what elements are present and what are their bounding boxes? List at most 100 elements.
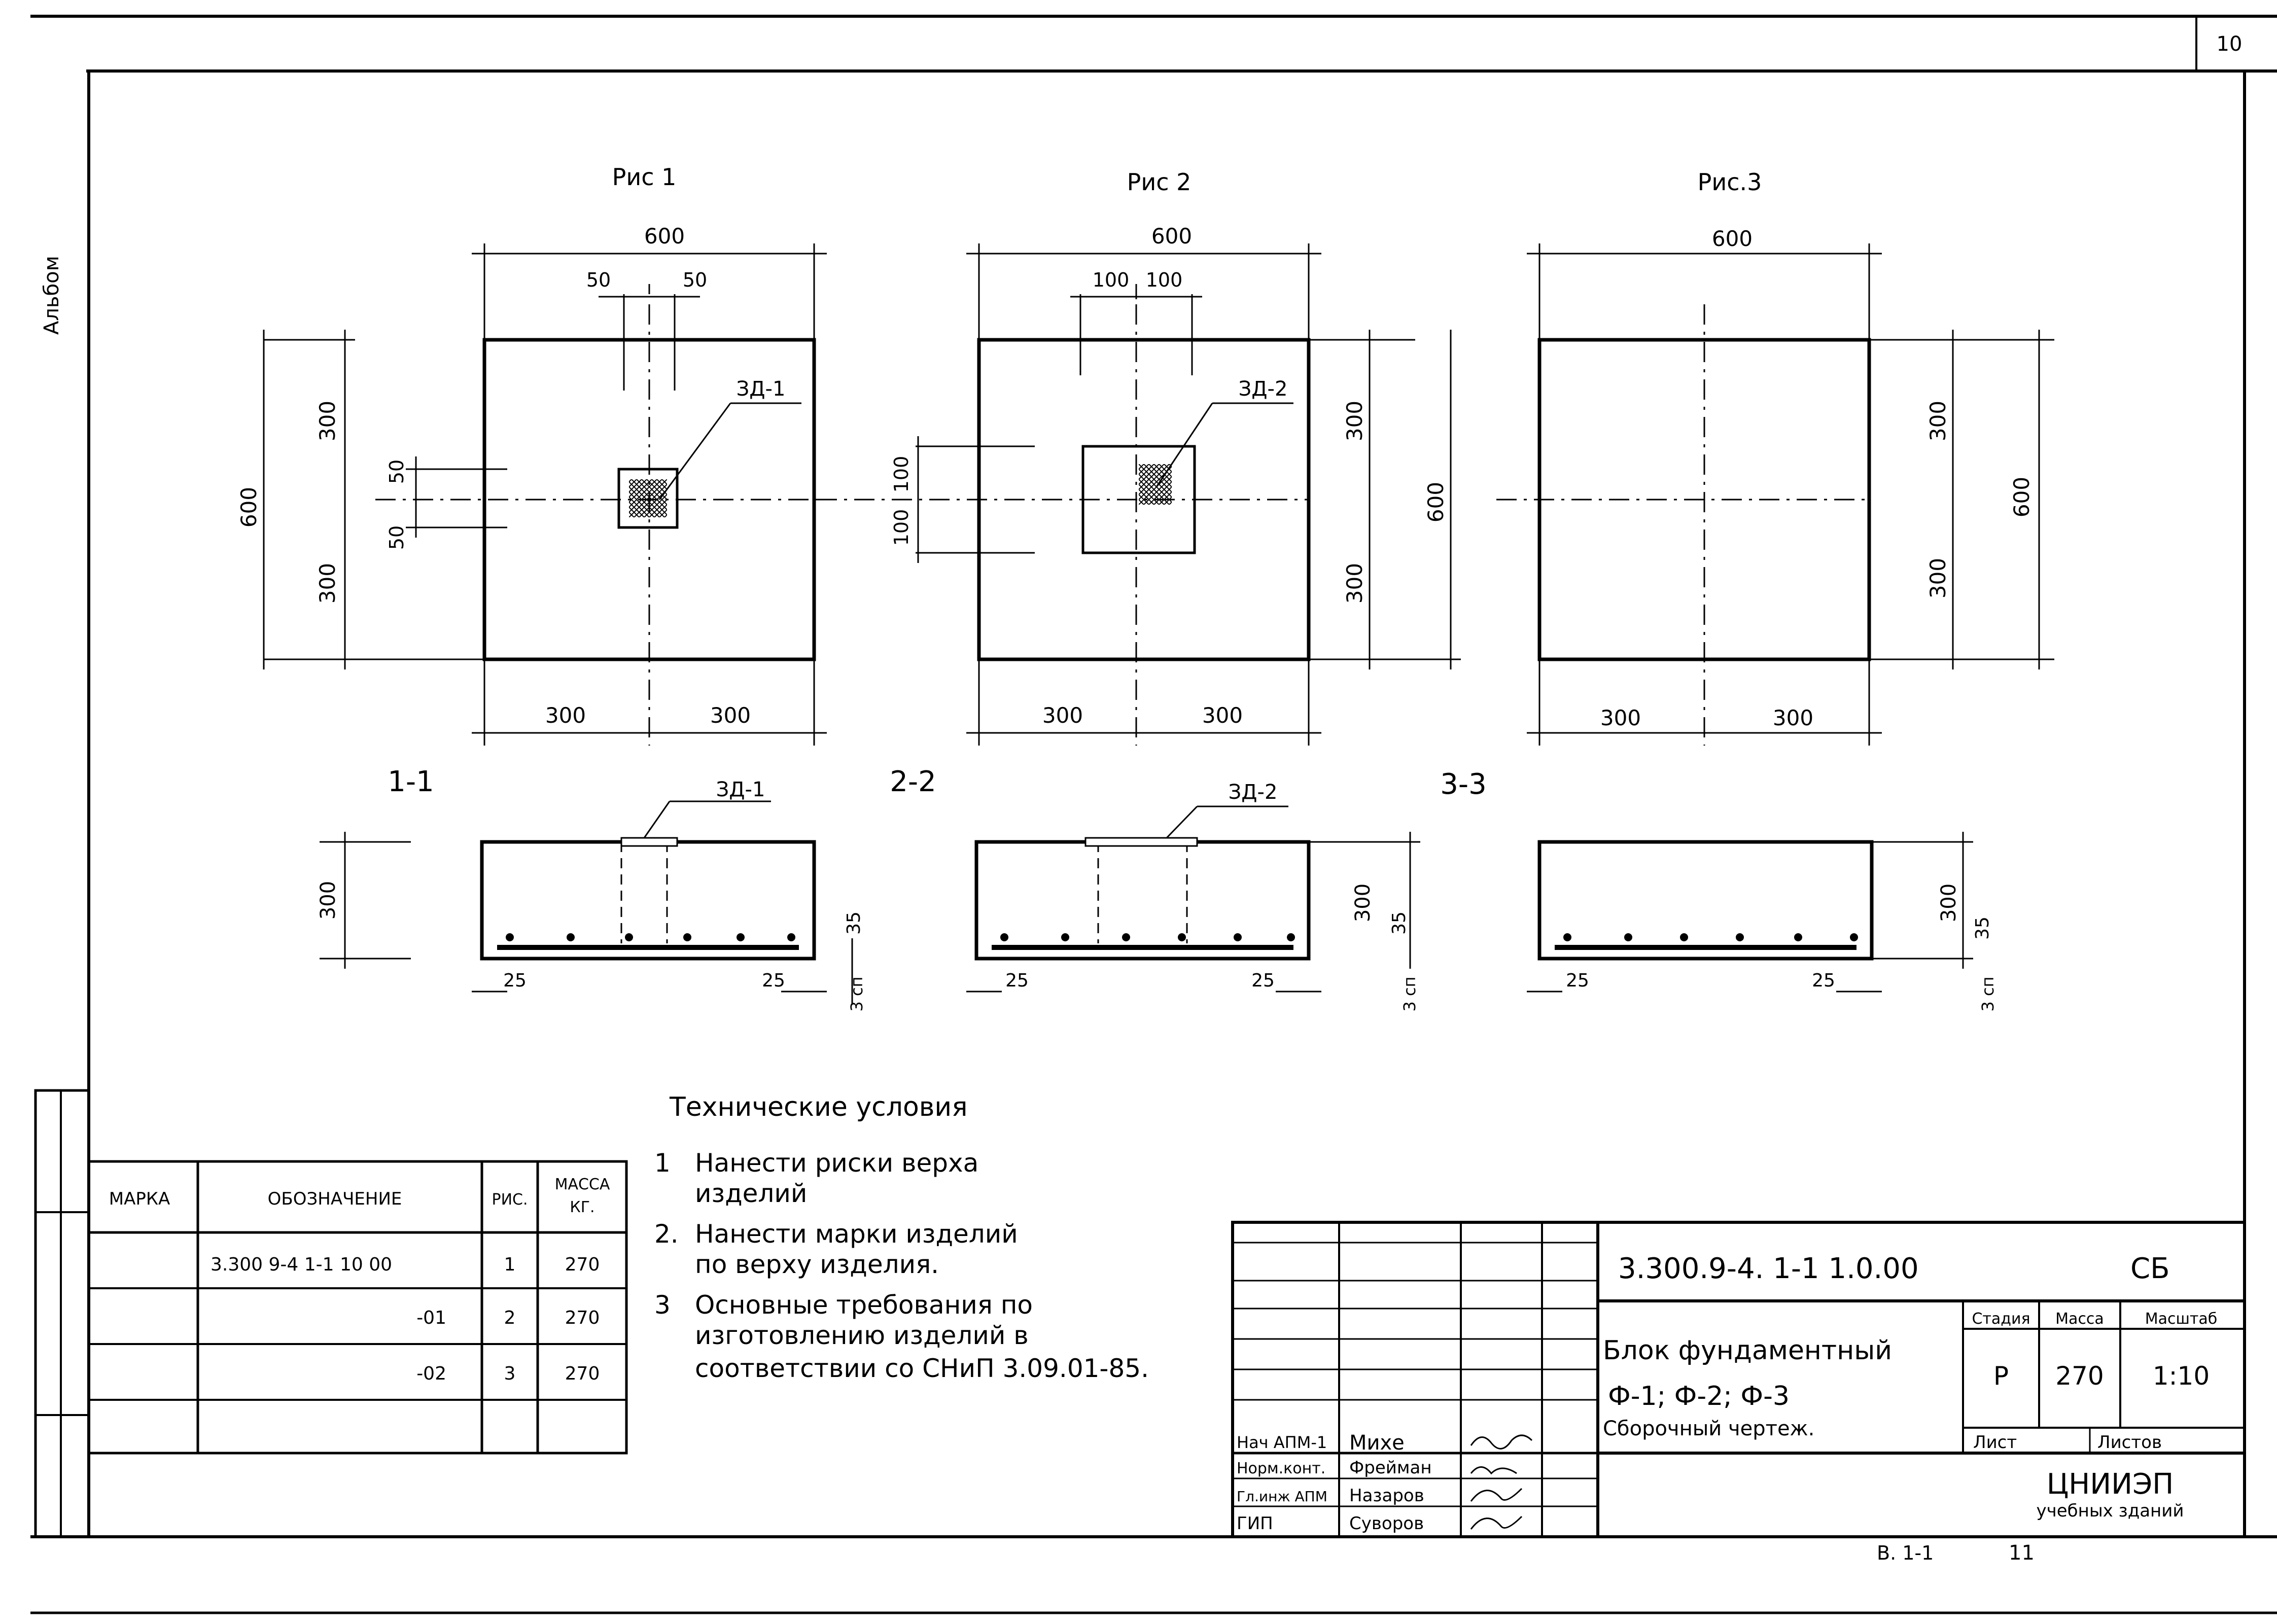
staff-role-3: Гл.инж АПМ [1237, 1488, 1327, 1505]
fig3-dim-600-top: 600 [1712, 226, 1753, 251]
fig2-dim-100-vbottom: 100 [890, 509, 913, 546]
spec-row-2-mass: 270 [565, 1308, 600, 1328]
product-name-line2: Ф-1; Ф-2; Ф-3 [1608, 1381, 1790, 1411]
organization-name: ЦНИИЭП [2047, 1468, 2174, 1501]
stage-value: Р [1993, 1361, 2009, 1391]
fig2-dim-300-bl: 300 [1042, 703, 1083, 728]
tech-item-1-num: 1 [654, 1148, 671, 1178]
fig2-dim-300-bottom: 300 [1342, 563, 1367, 604]
spec-row-3-designation: -02 [416, 1363, 446, 1384]
figure-2-plan: Рис 2 600 100 100 100 100 300 600 300 30… [817, 168, 1461, 746]
spec-row-1-designation: 3.300 9-4 1-1 10 00 [211, 1254, 392, 1275]
col-scale: Масштаб [2145, 1310, 2218, 1328]
col-mass: Масса [2055, 1310, 2104, 1328]
staff-role-2: Норм.конт. [1237, 1460, 1325, 1477]
figure-3-title: Рис.3 [1698, 168, 1762, 196]
sheets-label: Листов [2097, 1432, 2162, 1453]
fig1-dim-50-left: 50 [586, 269, 611, 291]
spec-row-1-fig: 1 [504, 1254, 516, 1275]
fig1-dim-300-br: 300 [710, 703, 751, 728]
spec-table: МАРКА ОБОЗНАЧЕНИЕ РИС. МАССА КГ. 3.300 9… [87, 1160, 628, 1455]
fig3-dim-300-bl: 300 [1600, 705, 1641, 730]
staff-role-4: ГИП [1237, 1513, 1273, 1534]
col-stage: Стадия [1972, 1310, 2030, 1328]
mass-value: 270 [2055, 1361, 2104, 1391]
technical-conditions: Технические условия 1 Нанести риски верх… [654, 1092, 1149, 1383]
doc-code: 3.300.9-4. 1-1 1.0.00 [1618, 1252, 1919, 1285]
spec-header-mass: МАССА [555, 1176, 610, 1193]
fig3-dim-300-top: 300 [1925, 401, 1950, 441]
fig1-dim-300-bl: 300 [545, 703, 586, 728]
section-1-cover: 35 [844, 911, 864, 935]
embedded-part-zd1 [617, 468, 679, 529]
fig3-dim-300-br: 300 [1773, 705, 1813, 730]
section-3-height: 300 [1937, 884, 1960, 922]
spec-header-mark: МАРКА [109, 1189, 170, 1209]
section-1-layer: 3 сп [847, 976, 866, 1011]
fig2-dim-600-top: 600 [1151, 224, 1192, 249]
spec-header-fig: РИС. [492, 1191, 528, 1209]
section-3-cover: 35 [1972, 916, 1993, 940]
tech-item-2-num: 2. [654, 1219, 679, 1249]
spec-row-2-designation: -01 [416, 1308, 446, 1328]
fig1-dim-600-top: 600 [644, 224, 685, 249]
sheet-number: 10 [2217, 32, 2243, 56]
spec-header-kg: КГ. [570, 1198, 594, 1216]
fig2-dim-100-vtop: 100 [890, 456, 913, 493]
fig1-dim-300-top: 300 [315, 401, 340, 441]
fig2-dim-100-right: 100 [1146, 269, 1183, 291]
fig3-dim-300-bottom: 300 [1925, 558, 1950, 598]
section-2-label: 2-2 [890, 765, 936, 798]
section-3-edge-left: 25 [1566, 970, 1589, 991]
staff-name-1: Михе [1349, 1431, 1405, 1455]
doc-type: СБ [2130, 1252, 2170, 1285]
section-2-layer: 3 сп [1400, 976, 1419, 1011]
figure-2-title: Рис 2 [1127, 168, 1192, 196]
staff-name-4: Суворов [1349, 1513, 1424, 1534]
section-2-edge-left: 25 [1005, 970, 1029, 991]
section-3-label: 3-3 [1440, 768, 1486, 801]
fig1-dim-300-bottom: 300 [315, 563, 340, 604]
spec-row-3-mass: 270 [565, 1363, 600, 1384]
staff-name-3: Назаров [1349, 1486, 1424, 1506]
tech-title: Технические условия [669, 1092, 968, 1122]
fig2-dim-300-br: 300 [1202, 703, 1243, 728]
section-1-height: 300 [317, 881, 340, 920]
fig1-dim-600-height: 600 [236, 487, 261, 527]
organization-sub: учебных зданий [2037, 1501, 2184, 1521]
fig2-dim-600-height: 600 [1423, 482, 1448, 522]
rebar-dots [506, 933, 1858, 941]
fig1-dim-50-small-bottom: 50 [386, 525, 408, 550]
title-block: 3.300.9-4. 1-1 1.0.00 СБ Блок фундаментн… [1231, 1221, 2246, 1538]
tech-item-2-line1: Нанести марки изделий [695, 1219, 1018, 1249]
figure-1-plan: Рис 1 600 50 50 600 300 300 50 50 300 [236, 163, 827, 746]
product-name-line3: Сборочный чертеж. [1603, 1417, 1814, 1440]
fig3-dim-600-height: 600 [2009, 477, 2034, 517]
spec-header-designation: ОБОЗНАЧЕНИЕ [268, 1189, 402, 1209]
section-2-edge-right: 25 [1251, 970, 1275, 991]
tech-item-3-line2: изготовлению изделий в [695, 1321, 1029, 1350]
section-3-edge-right: 25 [1812, 970, 1835, 991]
section-2-leader: ЗД-2 [1229, 781, 1278, 804]
section-1-label: 1-1 [388, 765, 434, 798]
tech-item-1-line1: Нанести риски верха [695, 1148, 978, 1178]
section-2-2: 2-2 ЗД-2 300 35 3 сп 25 25 [890, 765, 1420, 1012]
sheet-frame [30, 15, 2277, 1614]
footer-album-ref: В. 1-1 [1877, 1542, 1934, 1564]
embedded-part-zd2 [1081, 445, 1196, 554]
fig2-dim-300-top: 300 [1342, 401, 1367, 441]
figure-1-title: Рис 1 [612, 163, 677, 191]
tech-item-3-line1: Основные требования по [695, 1290, 1033, 1320]
staff-role-1: Нач АПМ-1 [1237, 1433, 1327, 1452]
sheet-label: Лист [1973, 1432, 2017, 1453]
staff-name-2: Фрейман [1349, 1458, 1432, 1478]
section-2-height: 300 [1351, 884, 1375, 922]
scale-value: 1:10 [2153, 1361, 2210, 1391]
section-1-leader: ЗД-1 [716, 778, 765, 801]
fig1-leader-zd1: ЗД-1 [737, 377, 786, 401]
section-3-3: 3-3 300 35 3 сп 25 25 [1440, 768, 1998, 1012]
product-name-line1: Блок фундаментный [1603, 1335, 1892, 1366]
fig2-leader-zd2: ЗД-2 [1239, 377, 1288, 401]
section-1-1: 1-1 ЗД-1 300 35 3 сп 25 25 [317, 765, 866, 1012]
